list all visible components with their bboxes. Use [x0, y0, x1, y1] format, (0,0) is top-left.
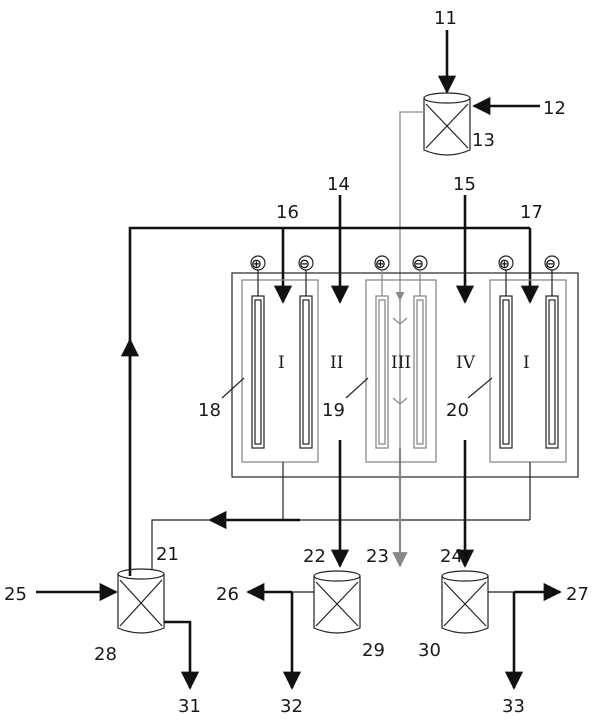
label-18: 18	[198, 400, 221, 421]
label-28: 28	[94, 644, 117, 665]
label-19: 19	[322, 400, 345, 421]
label-23: 23	[366, 546, 389, 567]
anode-sign-1: ⊕	[251, 257, 262, 272]
cathode-sign-2: ⊖	[413, 257, 424, 272]
chamber-iii: III	[391, 353, 411, 373]
label-17: 17	[520, 202, 543, 223]
tank-28	[117, 568, 165, 634]
label-14: 14	[327, 174, 350, 195]
tank-29	[313, 570, 361, 634]
label-13: 13	[472, 130, 495, 151]
outlet-31	[164, 620, 200, 690]
label-11: 11	[434, 8, 457, 29]
label-20: 20	[446, 400, 469, 421]
label-15: 15	[453, 174, 476, 195]
label-32: 32	[280, 696, 303, 717]
label-24: 24	[440, 546, 463, 567]
label-30: 30	[418, 640, 441, 661]
electrode-signs: ⊕ ⊖ ⊕ ⊖ ⊕ ⊖	[250, 255, 560, 296]
electrodialysis-stack	[231, 272, 579, 478]
tank-13	[423, 92, 471, 156]
label-26: 26	[216, 584, 239, 605]
label-33: 33	[502, 696, 525, 717]
label-29: 29	[362, 640, 385, 661]
anode-sign-2: ⊕	[375, 257, 386, 272]
label-31: 31	[178, 696, 201, 717]
chamber-i-right: I	[523, 353, 530, 373]
cathode-sign-3: ⊖	[545, 257, 556, 272]
chamber-iv: IV	[456, 353, 476, 373]
label-27: 27	[566, 584, 589, 605]
chamber-i-left: I	[278, 353, 285, 373]
return-line-left	[151, 519, 212, 570]
label-22: 22	[303, 546, 326, 567]
label-21: 21	[156, 544, 179, 565]
anode-sign-3: ⊕	[499, 257, 510, 272]
chamber-ii: II	[330, 353, 343, 373]
cathode-sign-1: ⊖	[299, 257, 310, 272]
label-16: 16	[276, 202, 299, 223]
line-13-to-chamber-iii	[395, 111, 424, 301]
tank-30	[441, 570, 489, 634]
recirculation-line	[128, 226, 530, 576]
label-12: 12	[543, 98, 566, 119]
label-25: 25	[4, 584, 27, 605]
